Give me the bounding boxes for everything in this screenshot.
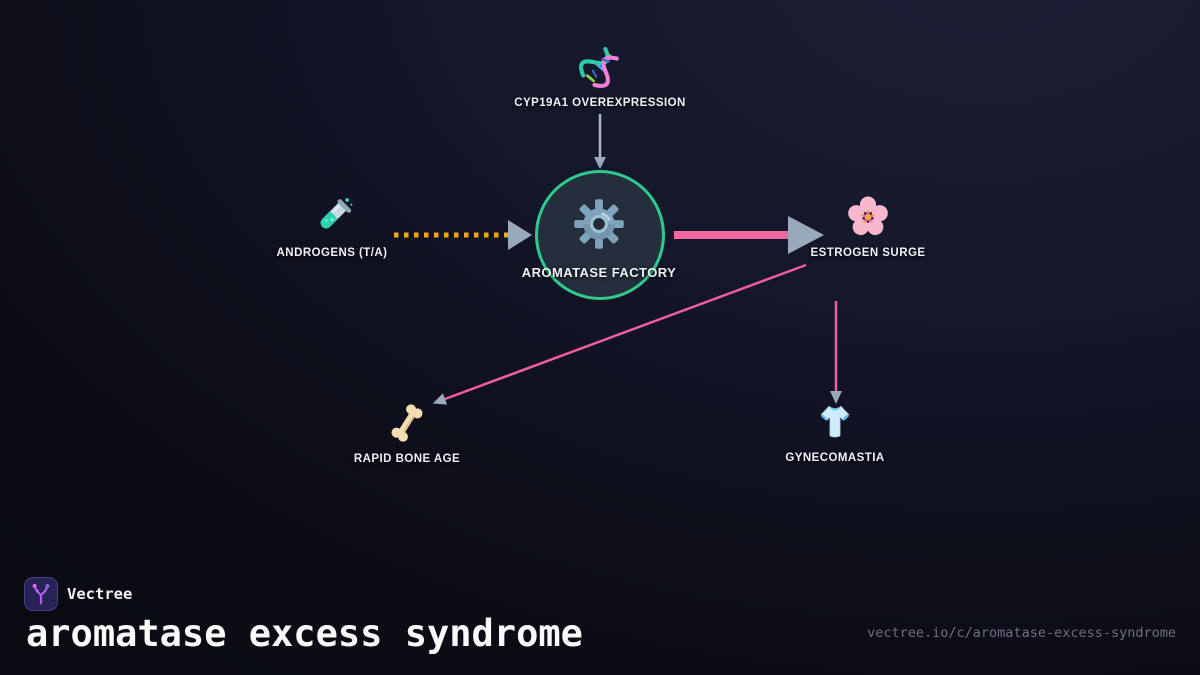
node-label: ANDROGENS (T/A)	[276, 247, 388, 259]
brand-name: Vectree	[67, 585, 133, 603]
page-title: aromatase excess syndrome	[26, 612, 583, 655]
edge-estrogen-to-bone[interactable]	[432, 263, 807, 405]
page-url[interactable]: vectree.io/c/aromatase-excess-syndrome	[867, 625, 1176, 641]
node-label: RAPID BONE AGE	[353, 453, 461, 465]
vectree-logo[interactable]	[24, 577, 58, 611]
node-label: GYNECOMASTIA	[785, 452, 885, 464]
brand-row: Vectree	[24, 577, 132, 611]
node-label: CYP19A1 OVEREXPRESSION	[514, 97, 686, 109]
bone-icon	[385, 401, 429, 445]
gear-icon	[572, 197, 626, 251]
t-shirt-icon	[813, 400, 857, 444]
node-label: AROMATASE FACTORY	[521, 265, 677, 280]
cherry-blossom-icon	[846, 195, 890, 239]
node-label: ESTROGEN SURGE	[810, 247, 926, 259]
dna-icon	[577, 44, 623, 90]
hub-circle[interactable]	[535, 170, 665, 300]
vectree-branch-icon	[32, 584, 50, 605]
test-tube-icon	[310, 195, 354, 239]
